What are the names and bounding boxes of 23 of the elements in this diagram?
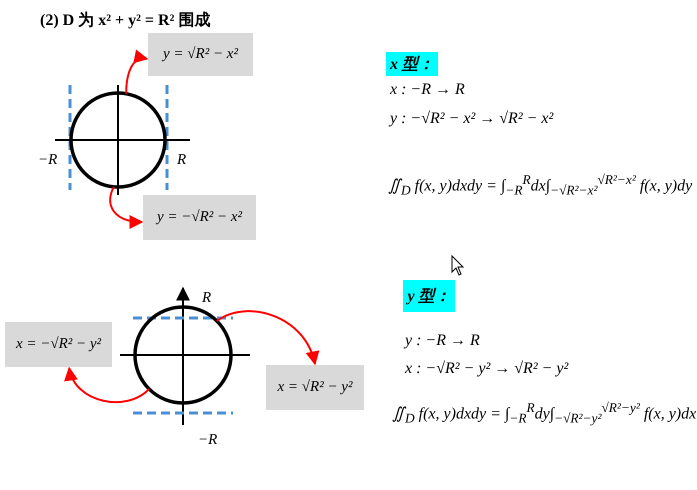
- heading: (2) D 为 x² + y² = R² 围成: [40, 10, 210, 31]
- axis-label: −R: [198, 432, 218, 449]
- type-label: y 型：: [403, 280, 455, 312]
- formula-box: y = √R² − x²: [148, 33, 253, 76]
- formula-box: y = −√R² − x²: [143, 195, 256, 240]
- type-label: x 型：: [386, 52, 438, 76]
- arrow: [216, 310, 318, 366]
- axis-label: −R: [38, 152, 58, 169]
- circle: [133, 305, 233, 405]
- formula-box: x = −√R² − y²: [5, 322, 112, 367]
- formula: x : −R → R: [390, 81, 465, 99]
- circle: [69, 91, 167, 189]
- arrow: [66, 366, 150, 403]
- formula: ∬$_{D}$ f(x, y)dxdy = ∫$_{−R}$$^{R}$dy∫$_{−√R²−y²}$$^{√R²−y²}$ f(x, y)dx: [392, 400, 696, 427]
- axis-label: R: [202, 290, 212, 307]
- axis-label: R: [177, 152, 186, 169]
- formula: x : −√R² − y² → √R² − y²: [405, 360, 568, 378]
- arrow: [125, 50, 148, 94]
- formula-box: x = √R² − y²: [266, 365, 364, 410]
- arrow: [109, 186, 144, 228]
- formula: y : −√R² − x² → √R² − x²: [390, 110, 554, 128]
- formula: y : −R → R: [405, 332, 480, 350]
- formula: ∬$_{D}$ f(x, y)dxdy = ∫$_{−R}$$^{R}$dx∫$_{−√R²−x²}$$^{√R²−x²}$ f(x, y)dy: [388, 172, 692, 199]
